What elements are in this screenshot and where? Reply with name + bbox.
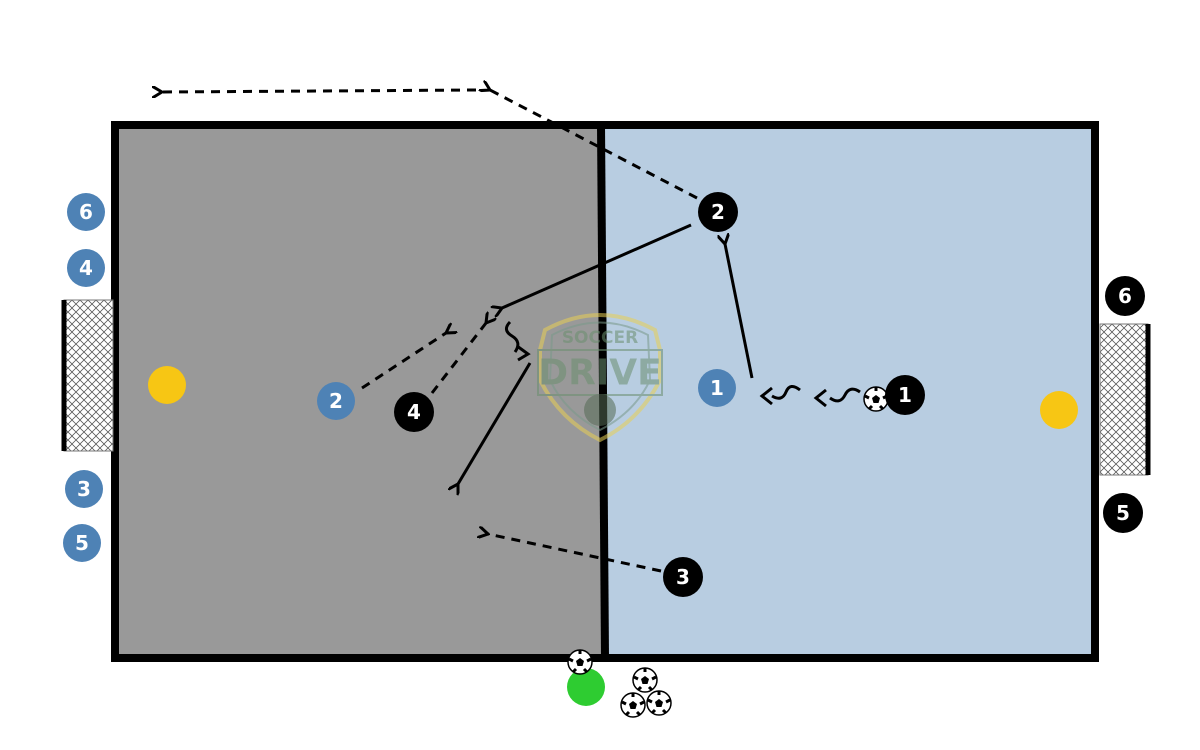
soccer-ball xyxy=(862,385,890,413)
blue-player-1: 1 xyxy=(698,369,736,407)
right-goal xyxy=(1099,323,1151,476)
svg-text:1: 1 xyxy=(898,383,912,407)
movement-arrows xyxy=(162,90,861,573)
dribble-chevron xyxy=(516,344,531,362)
cone xyxy=(1040,391,1078,429)
svg-text:5: 5 xyxy=(1116,501,1130,525)
svg-text:4: 4 xyxy=(407,400,421,424)
soccer-ball xyxy=(645,689,673,717)
svg-text:4: 4 xyxy=(79,256,93,280)
left-half xyxy=(115,125,603,658)
dribble-squiggle xyxy=(771,385,801,400)
logo-top-text: SOCCER xyxy=(562,328,638,348)
svg-text:2: 2 xyxy=(711,200,725,224)
black-player-2: 2 xyxy=(698,192,738,232)
soccer-ball xyxy=(566,648,594,676)
blue-player-6: 6 xyxy=(67,193,105,231)
svg-text:2: 2 xyxy=(329,389,343,413)
logo-main-text: DRIVE xyxy=(538,353,661,394)
blue-player-2: 2 xyxy=(317,382,355,420)
coach-marker xyxy=(567,668,605,706)
svg-text:6: 6 xyxy=(1118,284,1132,308)
left-goal xyxy=(61,299,114,452)
svg-text:3: 3 xyxy=(676,565,690,589)
dribble-chevron xyxy=(813,388,827,408)
blue-player-5: 5 xyxy=(63,524,101,562)
halfway-line xyxy=(597,124,609,659)
black-player-4: 4 xyxy=(394,392,434,432)
black-player-1: 1 xyxy=(885,375,925,415)
pass-arrow xyxy=(725,244,754,379)
run-arrow-dashed xyxy=(361,333,446,390)
blue-player-4: 4 xyxy=(67,249,105,287)
soccer-ball xyxy=(619,691,647,719)
run-arrow-dashed xyxy=(488,534,662,573)
black-player-5: 5 xyxy=(1103,493,1143,533)
svg-text:5: 5 xyxy=(75,531,89,555)
svg-text:3: 3 xyxy=(77,477,91,501)
pass-arrow xyxy=(458,362,532,484)
svg-text:1: 1 xyxy=(710,376,724,400)
black-team: 2 4 3 1 6 5 xyxy=(394,192,1145,597)
soccer-ball xyxy=(631,666,659,694)
dribble-chevron xyxy=(759,386,773,406)
dribble-squiggle xyxy=(829,387,861,403)
pass-arrow xyxy=(502,223,692,308)
blue-team: 6 4 3 5 2 1 xyxy=(63,193,736,562)
black-player-3: 3 xyxy=(663,557,703,597)
soccer-drive-logo: SOCCER DRIVE xyxy=(537,313,663,443)
svg-text:6: 6 xyxy=(79,200,93,224)
run-arrow-dashed xyxy=(162,90,477,92)
black-player-6: 6 xyxy=(1105,276,1145,316)
pass-arrow-dashed xyxy=(490,90,698,200)
blue-player-3: 3 xyxy=(65,470,103,508)
cone xyxy=(148,366,186,404)
